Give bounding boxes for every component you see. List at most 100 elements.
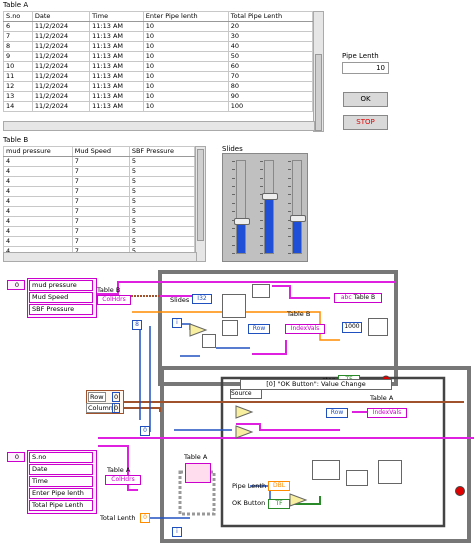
- table-cell[interactable]: 7: [71, 236, 130, 247]
- table-cell[interactable]: 11/2/2024: [31, 81, 91, 92]
- table-cell[interactable]: 11:13 AM: [89, 41, 144, 52]
- table-cell[interactable]: 11/2/2024: [31, 31, 91, 42]
- table-cell[interactable]: 10: [142, 81, 229, 92]
- table-cell[interactable]: 4: [3, 156, 73, 167]
- table-cell[interactable]: 11/2/2024: [31, 71, 91, 82]
- table-cell[interactable]: 11:13 AM: [89, 61, 144, 72]
- table-cell[interactable]: 7: [71, 206, 130, 217]
- table-cell[interactable]: 10: [142, 101, 229, 112]
- pipe-length-input[interactable]: 10: [342, 62, 389, 74]
- table-cell[interactable]: 50: [227, 51, 314, 62]
- table-cell[interactable]: 7: [71, 196, 130, 207]
- table-cell[interactable]: 7: [71, 166, 130, 177]
- table-a-vertical-scrollbar[interactable]: [313, 11, 324, 132]
- column-header[interactable]: mud pressure: [3, 146, 73, 157]
- table-cell[interactable]: 5: [128, 186, 196, 197]
- table-cell[interactable]: 4: [3, 166, 73, 177]
- table-cell[interactable]: 10: [142, 91, 229, 102]
- table-cell[interactable]: 13: [3, 91, 33, 102]
- column-header[interactable]: Mud Speed: [71, 146, 130, 157]
- table-a-horizontal-scrollbar[interactable]: [3, 121, 315, 131]
- table-cell[interactable]: 11/2/2024: [31, 91, 91, 102]
- table-cell[interactable]: 7: [71, 216, 130, 227]
- table-b-horizontal-scrollbar[interactable]: [3, 252, 197, 262]
- table-cell[interactable]: 10: [142, 41, 229, 52]
- column-header[interactable]: Enter Pipe lenth: [142, 11, 229, 22]
- ok-button[interactable]: OK: [343, 92, 388, 107]
- column-header[interactable]: Date: [31, 11, 91, 22]
- table-cell[interactable]: 10: [142, 71, 229, 82]
- slide-knob-2[interactable]: [262, 192, 278, 200]
- table-cell[interactable]: 4: [3, 206, 73, 217]
- table-cell[interactable]: 4: [3, 196, 73, 207]
- table-cell[interactable]: 5: [128, 236, 196, 247]
- table-cell[interactable]: 5: [128, 206, 196, 217]
- table-cell[interactable]: 10: [3, 61, 33, 72]
- table-cell[interactable]: 11:13 AM: [89, 91, 144, 102]
- table-cell[interactable]: 11/2/2024: [31, 101, 91, 112]
- column-header[interactable]: S.no: [3, 11, 33, 22]
- column-header[interactable]: Time: [89, 11, 144, 22]
- table-cell[interactable]: 10: [142, 21, 229, 32]
- table-cell[interactable]: 11/2/2024: [31, 51, 91, 62]
- slide-knob-3[interactable]: [290, 215, 306, 223]
- table-cell[interactable]: 11/2/2024: [31, 61, 91, 72]
- table-cell[interactable]: 100: [227, 101, 314, 112]
- stop-button[interactable]: STOP: [343, 115, 388, 130]
- table-cell[interactable]: 6: [3, 21, 33, 32]
- event-case-selector[interactable]: [0] "OK Button": Value Change: [240, 379, 392, 390]
- slide-track-2[interactable]: [260, 160, 278, 254]
- table-cell[interactable]: 5: [128, 176, 196, 187]
- slide-track-3[interactable]: [288, 160, 306, 254]
- column-header[interactable]: Total Pipe Lenth: [227, 11, 314, 22]
- table-cell[interactable]: 11:13 AM: [89, 81, 144, 92]
- table-b-vertical-scrollbar[interactable]: [195, 146, 206, 262]
- table-cell[interactable]: 4: [3, 176, 73, 187]
- table-cell[interactable]: 12: [3, 81, 33, 92]
- table-cell[interactable]: 10: [142, 31, 229, 42]
- table-cell[interactable]: 5: [128, 196, 196, 207]
- table-cell[interactable]: 4: [3, 226, 73, 237]
- table-cell[interactable]: 4: [3, 186, 73, 197]
- table-cell[interactable]: 80: [227, 81, 314, 92]
- table-cell[interactable]: 7: [3, 31, 33, 42]
- table-cell[interactable]: 90: [227, 91, 314, 102]
- table-cell[interactable]: 4: [3, 216, 73, 227]
- table-cell[interactable]: 7: [71, 156, 130, 167]
- table-cell[interactable]: 10: [142, 51, 229, 62]
- table-cell[interactable]: 7: [71, 186, 130, 197]
- table-cell[interactable]: 11: [3, 71, 33, 82]
- table-cell[interactable]: 10: [142, 61, 229, 72]
- table-cell[interactable]: 40: [227, 41, 314, 52]
- table-cell[interactable]: 11:13 AM: [89, 101, 144, 112]
- slide-knob-1[interactable]: [234, 217, 250, 225]
- table-cell[interactable]: 30: [227, 31, 314, 42]
- table-cell[interactable]: 70: [227, 71, 314, 82]
- table-cell[interactable]: 5: [128, 226, 196, 237]
- table-cell[interactable]: 14: [3, 101, 33, 112]
- table-cell[interactable]: 7: [71, 176, 130, 187]
- table-cell[interactable]: 11/2/2024: [31, 41, 91, 52]
- table-cell[interactable]: 8: [3, 41, 33, 52]
- table-cell[interactable]: 20: [227, 21, 314, 32]
- table-cell[interactable]: 11/2/2024: [31, 21, 91, 32]
- slide-track-1[interactable]: [232, 160, 250, 254]
